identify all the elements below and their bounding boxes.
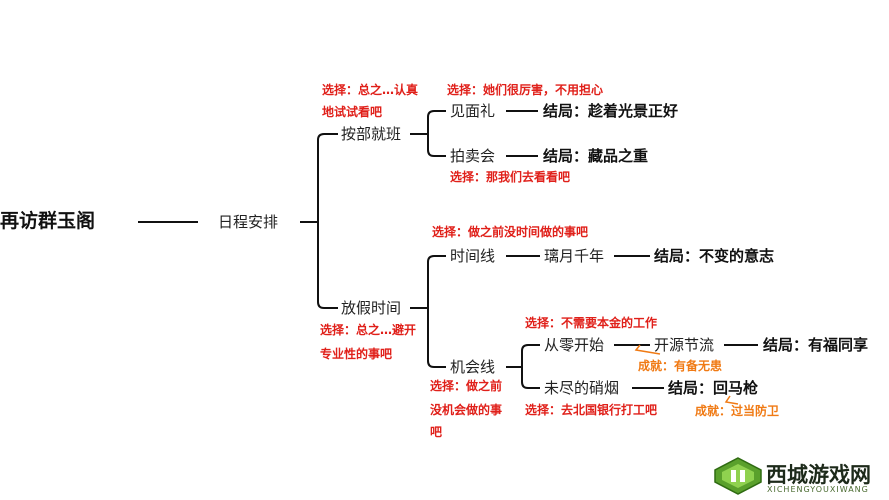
watermark-logo-icon (712, 456, 764, 500)
choice-smoke: 选择：去北国银行打工吧 (525, 403, 658, 417)
choice-work-line1: 选择：总之…认真 (322, 83, 419, 97)
node-timeline: 时间线 (450, 247, 496, 265)
node-scratch: 从零开始 (544, 336, 605, 354)
choice-work-line2: 地试试看吧 (322, 105, 383, 119)
node-holiday: 放假时间 (341, 299, 402, 317)
ending-auction: 结局：藏品之重 (543, 147, 649, 165)
choice-holiday-line2: 专业性的事吧 (320, 347, 393, 361)
node-open-source: 开源节流 (654, 336, 715, 354)
choice-opportunity-line3: 吧 (430, 425, 443, 439)
ending-meet: 结局：趁着光景正好 (543, 102, 679, 120)
ending-smoke: 结局：回马枪 (668, 379, 759, 397)
choice-holiday-line1: 选择：总之…避开 (320, 323, 417, 337)
node-auction: 拍卖会 (450, 147, 496, 165)
choice-auction: 选择：那我们去看看吧 (450, 170, 571, 184)
choice-opportunity-line2: 没机会做的事 (430, 403, 503, 417)
node-smoke: 未尽的硝烟 (544, 379, 620, 397)
schedule-node: 日程安排 (218, 213, 279, 231)
ending-scratch: 结局：有福同享 (763, 336, 869, 354)
watermark-subtitle: XICHENGYOUXIWANG (767, 485, 869, 494)
watermark-title: 西城游戏网 (766, 463, 871, 487)
node-meet: 见面礼 (450, 102, 496, 120)
choice-meet: 选择：她们很厉害，不用担心 (447, 83, 604, 97)
node-liyue: 璃月千年 (544, 247, 605, 265)
achievement-scratch: 成就：有备无患 (638, 359, 723, 373)
choice-opportunity-line1: 选择：做之前 (430, 379, 503, 393)
root-title: 再访群玉阁 (0, 210, 96, 232)
ending-timeline: 结局：不变的意志 (654, 247, 775, 265)
choice-scratch: 选择：不需要本金的工作 (525, 316, 658, 330)
node-opportunity: 机会线 (450, 358, 496, 376)
achievement-smoke: 成就：过当防卫 (695, 404, 780, 418)
choice-timeline: 选择：做之前没时间做的事吧 (432, 225, 589, 239)
node-work: 按部就班 (341, 125, 402, 143)
